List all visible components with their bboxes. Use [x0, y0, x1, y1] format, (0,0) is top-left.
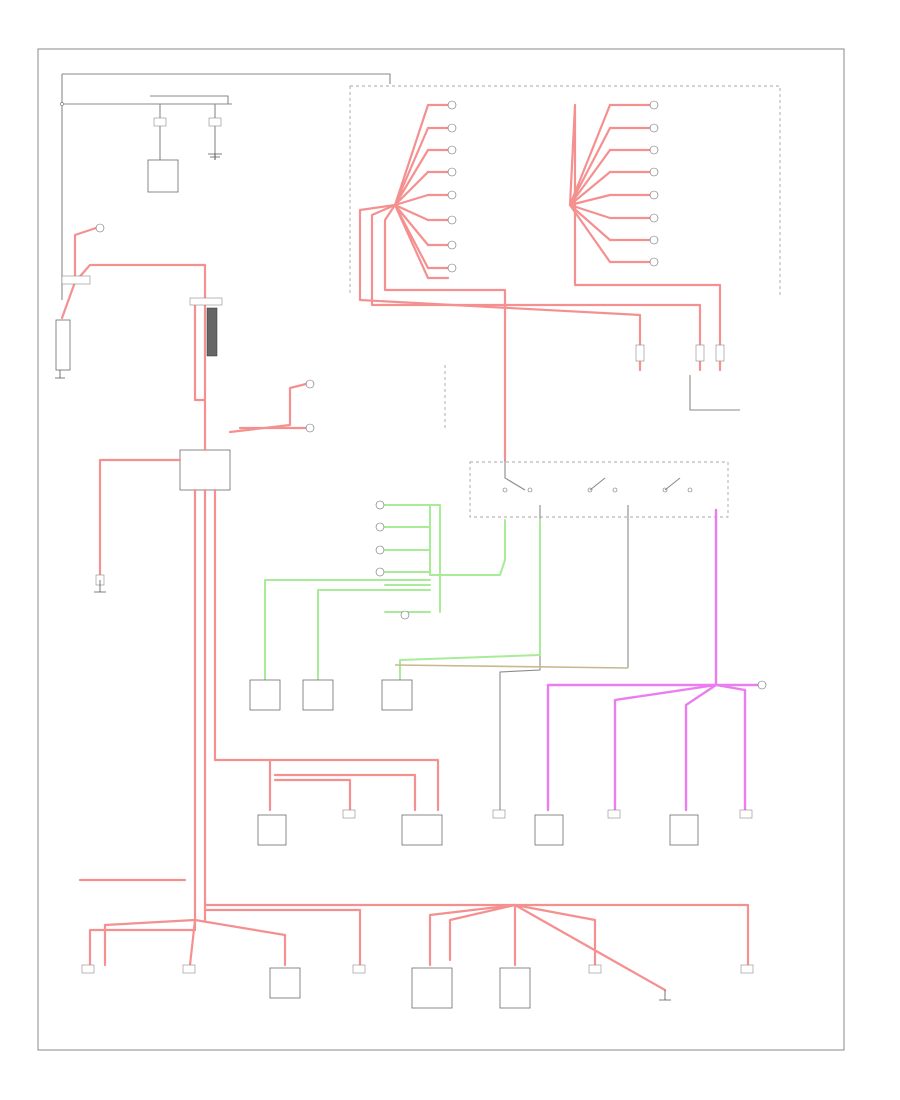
battery	[55, 223, 207, 402]
middle-components	[249, 679, 413, 711]
splice-pack-left	[358, 100, 702, 462]
diagram-frame	[37, 48, 845, 1051]
starter	[147, 159, 179, 193]
fuse-relay-center	[95, 379, 315, 932]
splice-pack-right	[568, 100, 722, 372]
green-circuits	[264, 500, 629, 681]
fuse-block-boundary	[349, 85, 781, 296]
battery-supply-section	[60, 73, 391, 300]
pink-circuits	[492, 680, 767, 846]
component-c	[381, 679, 413, 711]
component-a	[249, 679, 281, 711]
lower-red-bus	[78, 580, 754, 1009]
underhood-connectors	[635, 344, 740, 411]
generator-ground	[208, 153, 222, 160]
ignition-switch	[469, 460, 729, 810]
battery-terminal-icon	[95, 223, 105, 233]
component-b	[302, 679, 334, 711]
fusible-link	[189, 297, 223, 402]
